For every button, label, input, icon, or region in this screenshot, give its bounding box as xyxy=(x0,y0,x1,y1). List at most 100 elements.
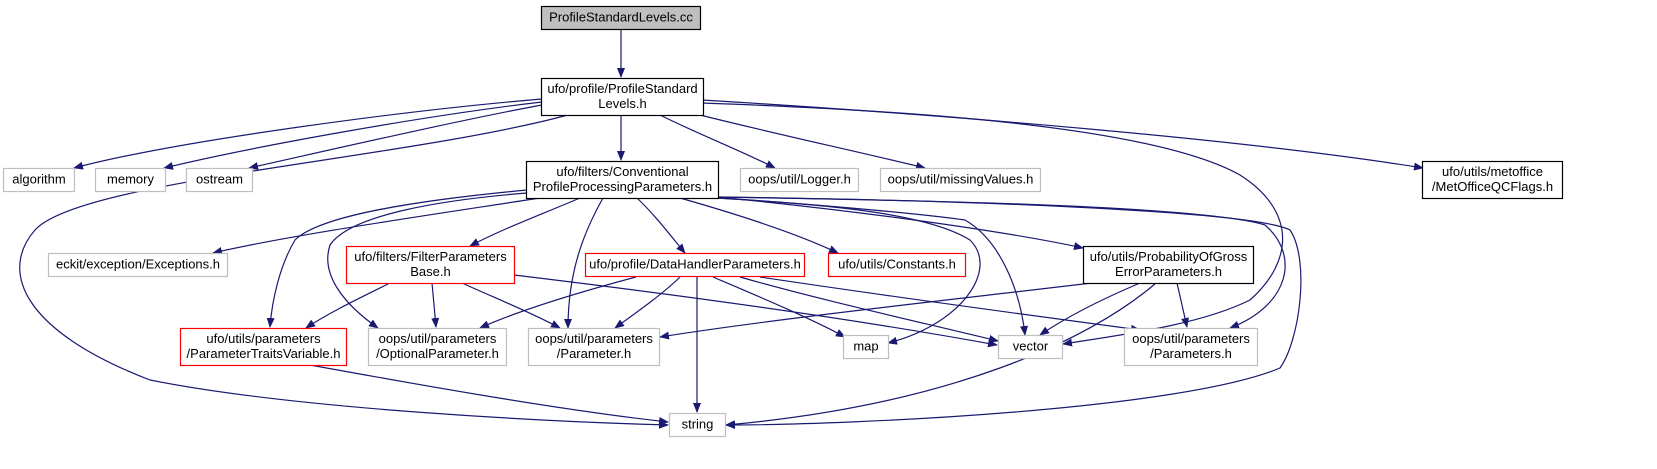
node-label: ufo/utils/metoffice xyxy=(1442,164,1543,179)
edge-cppp_h-to-ptv_h xyxy=(266,189,528,328)
node-label: Base.h xyxy=(410,264,450,279)
edge-psl_h-to-metoffice_h xyxy=(701,99,1424,171)
edge-dhp_h-to-map xyxy=(712,276,846,338)
node-label: map xyxy=(853,339,878,354)
node-box xyxy=(1421,160,1564,200)
node-memory: memory xyxy=(94,167,167,193)
node-label: algorithm xyxy=(12,172,65,187)
node-ptv-h[interactable]: ufo/utils/parameters/ParameterTraitsVari… xyxy=(179,327,348,367)
node-box xyxy=(2,167,76,193)
node-box xyxy=(584,252,806,278)
edge-psl_h-to-missing_h xyxy=(699,114,926,170)
edge-cppp_h-to-param_h xyxy=(564,197,604,329)
node-box xyxy=(827,252,967,278)
edge-dhp_h-to-optparam_h xyxy=(479,276,637,329)
node-box xyxy=(185,167,254,193)
edge-psl_h-to-algorithm xyxy=(73,98,543,170)
node-algorithm: algorithm xyxy=(2,167,76,193)
edge-fpb_h-to-param_h xyxy=(461,282,561,329)
node-optparam-h: oops/util/parameters/OptionalParameter.h xyxy=(367,327,508,367)
node-box xyxy=(540,5,702,31)
node-label: /ParameterTraitsVariable.h xyxy=(187,346,341,361)
node-box xyxy=(739,167,860,193)
edge-fpb_h-to-optparam_h xyxy=(431,282,440,328)
edge-cppp_h-to-constants_h xyxy=(679,197,839,254)
node-label: /OptionalParameter.h xyxy=(376,346,499,361)
node-label: Levels.h xyxy=(598,96,646,111)
edge-dhp_h-to-params_h xyxy=(759,276,1141,333)
node-label: oops/util/parameters xyxy=(379,331,497,346)
node-label: vector xyxy=(1013,339,1049,354)
node-box xyxy=(94,167,167,193)
edge-fpb_h-to-ptv_h xyxy=(305,282,391,329)
node-psl-h[interactable]: ufo/profile/ProfileStandardLevels.h xyxy=(540,77,705,117)
node-exceptions-h: eckit/exception/Exceptions.h xyxy=(47,252,229,278)
node-box xyxy=(1123,327,1259,367)
node-vector: vector xyxy=(997,334,1064,360)
node-box xyxy=(527,327,661,367)
node-root[interactable]: ProfileStandardLevels.cc xyxy=(540,5,702,31)
edge-dhp_h-to-vector xyxy=(739,276,999,343)
node-box xyxy=(668,412,727,438)
node-label: ufo/utils/ProbabilityOfGross xyxy=(1090,249,1248,264)
edge-cppp_h-to-dhp_h xyxy=(636,197,686,254)
node-label: ufo/filters/FilterParameters xyxy=(354,249,507,264)
node-params-h: oops/util/parameters/Parameters.h xyxy=(1123,327,1259,367)
edge-pog_h-to-string xyxy=(725,282,1157,429)
node-logger-h: oops/util/Logger.h xyxy=(739,167,860,193)
node-box xyxy=(879,167,1042,193)
edge-cppp_h-to-optparam_h xyxy=(327,192,528,329)
node-pog-h[interactable]: ufo/utils/ProbabilityOfGrossErrorParamet… xyxy=(1082,245,1255,285)
node-label: oops/util/Logger.h xyxy=(748,172,851,187)
edge-fpb_h-to-vector xyxy=(513,274,998,348)
node-string: string xyxy=(668,412,727,438)
node-label: oops/util/parameters xyxy=(1132,331,1250,346)
edge-dhp_h-to-param_h xyxy=(614,276,681,329)
edge-psl_h-to-memory xyxy=(163,101,543,170)
edge-psl_h-to-string xyxy=(19,114,669,429)
node-box xyxy=(1082,245,1255,285)
node-box xyxy=(540,77,705,117)
node-label: /Parameters.h xyxy=(1150,346,1232,361)
node-label: /Parameter.h xyxy=(557,346,631,361)
node-label: oops/util/missingValues.h xyxy=(888,172,1034,187)
edge-cppp_h-to-exceptions_h xyxy=(212,197,541,255)
node-box xyxy=(179,327,348,367)
edge-pog_h-to-params_h xyxy=(1176,282,1189,328)
node-dhp-h[interactable]: ufo/profile/DataHandlerParameters.h xyxy=(584,252,806,278)
node-label: ostream xyxy=(196,172,243,187)
node-label: memory xyxy=(107,172,154,187)
node-label: /MetOfficeQCFlags.h xyxy=(1432,179,1553,194)
edge-cppp_h-to-vector xyxy=(716,197,1028,336)
node-box xyxy=(47,252,229,278)
node-map: map xyxy=(842,334,890,360)
node-label: eckit/exception/Exceptions.h xyxy=(56,257,220,272)
node-param-h: oops/util/parameters/Parameter.h xyxy=(527,327,661,367)
node-label: ufo/utils/parameters xyxy=(206,331,321,346)
file-nodes: ProfileStandardLevels.cc ufo/profile/Prof… xyxy=(2,5,1564,438)
node-label: ErrorParameters.h xyxy=(1115,264,1222,279)
node-label: string xyxy=(682,417,714,432)
edge-cppp_h-to-string xyxy=(716,196,1302,429)
edge-cppp_h-to-fpb_h xyxy=(469,197,581,247)
node-label: ufo/filters/Conventional xyxy=(556,164,688,179)
node-box xyxy=(525,160,720,200)
node-box xyxy=(345,245,516,285)
node-label: ProfileStandardLevels.cc xyxy=(549,10,693,25)
edge-pog_h-to-param_h xyxy=(659,281,1101,340)
edge-psl_h-to-logger_h xyxy=(659,114,776,169)
node-box xyxy=(367,327,508,367)
node-label: ufo/utils/Constants.h xyxy=(838,257,956,272)
node-cppp-h[interactable]: ufo/filters/ConventionalProfileProcessin… xyxy=(525,160,720,200)
node-missing-h: oops/util/missingValues.h xyxy=(879,167,1042,193)
node-label: ProfileProcessingParameters.h xyxy=(533,179,712,194)
edge-psl_h-to-ostream xyxy=(248,104,543,170)
node-constants-h[interactable]: ufo/utils/Constants.h xyxy=(827,252,967,278)
edge-pog_h-to-vector xyxy=(1039,282,1141,336)
node-metoffice-h[interactable]: ufo/utils/metoffice/MetOfficeQCFlags.h xyxy=(1421,160,1564,200)
node-label: oops/util/parameters xyxy=(535,331,653,346)
dependency-edges xyxy=(19,30,1424,429)
node-label: ufo/profile/DataHandlerParameters.h xyxy=(589,257,801,272)
